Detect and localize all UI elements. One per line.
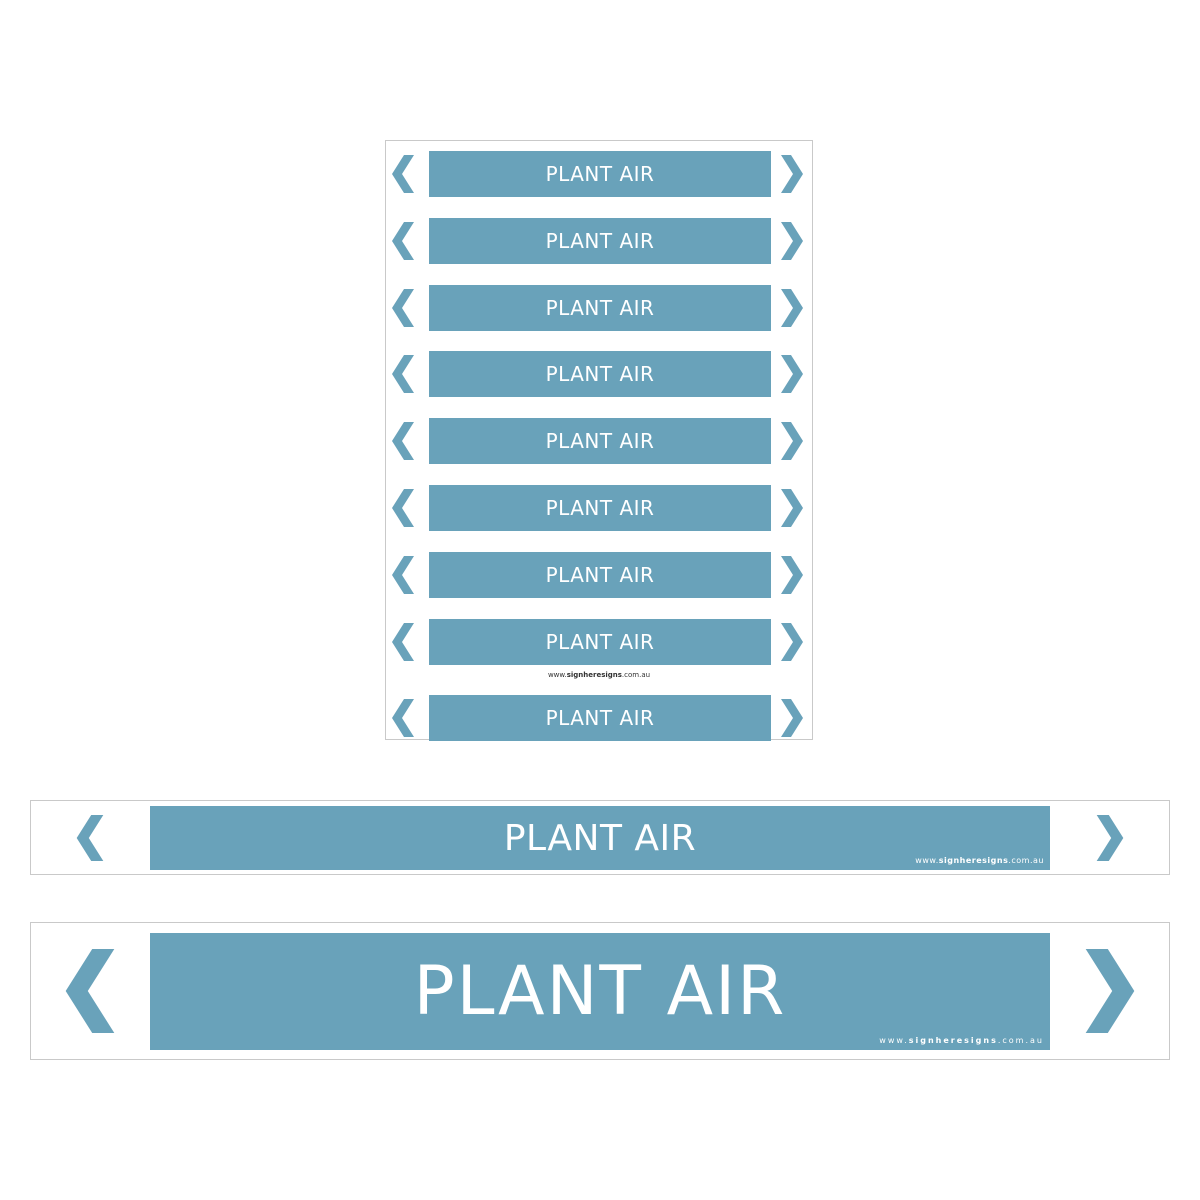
- marker-label: PLANT AIR: [545, 162, 655, 186]
- chevron-left-icon: [392, 555, 414, 594]
- marker-band: PLANT AIR www.signheresigns.com.au: [150, 933, 1050, 1050]
- chevron-right-icon: [781, 699, 803, 738]
- marker-website: www.signheresigns.com.au: [879, 1036, 1044, 1045]
- chevron-right-icon: [1091, 815, 1129, 861]
- chevron-left-icon: [392, 489, 414, 527]
- chevron-right-icon: [781, 422, 803, 461]
- marker-band: PLANT AIR: [429, 485, 771, 531]
- chevron-right-icon: [781, 489, 803, 527]
- chevron-left-icon: [392, 288, 414, 327]
- sheet-marker-row: PLANT AIR: [386, 618, 812, 665]
- chevron-left-icon: [392, 355, 414, 394]
- marker-label: PLANT AIR: [545, 362, 655, 387]
- chevron-left-icon: [392, 422, 414, 461]
- sheet-website: www.signheresigns.com.au: [547, 671, 651, 679]
- marker-label: PLANT AIR: [545, 295, 655, 320]
- marker-label: PLANT AIR: [545, 562, 655, 587]
- chevron-left-icon: [71, 815, 109, 861]
- chevron-right-icon: [781, 155, 803, 193]
- marker-website: www.signheresigns.com.au: [915, 856, 1044, 865]
- marker-band: PLANT AIR www.signheresigns.com.au: [150, 806, 1050, 870]
- pipe-marker-medium: PLANT AIR www.signheresigns.com.au: [30, 800, 1170, 875]
- marker-label: PLANT AIR: [545, 429, 655, 454]
- marker-band: PLANT AIR: [429, 695, 771, 742]
- chevron-left-icon: [392, 699, 414, 738]
- marker-label: PLANT AIR: [545, 496, 655, 520]
- sheet-marker-row: PLANT AIR: [386, 351, 812, 398]
- marker-label: PLANT AIR: [545, 706, 655, 731]
- marker-band: PLANT AIR: [429, 618, 771, 665]
- marker-band: PLANT AIR: [429, 217, 771, 264]
- chevron-right-icon: [781, 622, 803, 661]
- marker-band: PLANT AIR: [429, 418, 771, 465]
- pipe-marker-large: PLANT AIR www.signheresigns.com.au: [30, 922, 1170, 1060]
- chevron-right-icon: [781, 555, 803, 594]
- marker-label: PLANT AIR: [545, 228, 655, 253]
- chevron-right-icon: [781, 355, 803, 394]
- sheet-marker-row: PLANT AIR: [386, 151, 812, 197]
- chevron-left-icon: [392, 155, 414, 193]
- marker-band: PLANT AIR: [429, 284, 771, 331]
- marker-label: PLANT AIR: [545, 629, 655, 654]
- marker-band: PLANT AIR: [429, 351, 771, 398]
- chevron-right-icon: [781, 221, 803, 260]
- sheet-marker-row: PLANT AIR: [386, 695, 812, 742]
- chevron-left-icon: [392, 622, 414, 661]
- sheet-marker-row: PLANT AIR: [386, 284, 812, 331]
- chevron-left-icon: [55, 949, 125, 1033]
- chevron-right-icon: [1075, 949, 1145, 1033]
- marker-label: PLANT AIR: [413, 952, 787, 1031]
- chevron-left-icon: [392, 221, 414, 260]
- sheet-marker-row: PLANT AIR: [386, 217, 812, 264]
- marker-label: PLANT AIR: [503, 817, 697, 859]
- sheet-marker-row: PLANT AIR: [386, 485, 812, 531]
- chevron-right-icon: [781, 288, 803, 327]
- marker-band: PLANT AIR: [429, 551, 771, 598]
- marker-sheet: www.signheresigns.com.au PLANT AIR PLANT …: [385, 140, 813, 742]
- marker-band: PLANT AIR: [429, 151, 771, 197]
- sheet-marker-row: PLANT AIR: [386, 418, 812, 465]
- sheet-marker-row: PLANT AIR: [386, 551, 812, 598]
